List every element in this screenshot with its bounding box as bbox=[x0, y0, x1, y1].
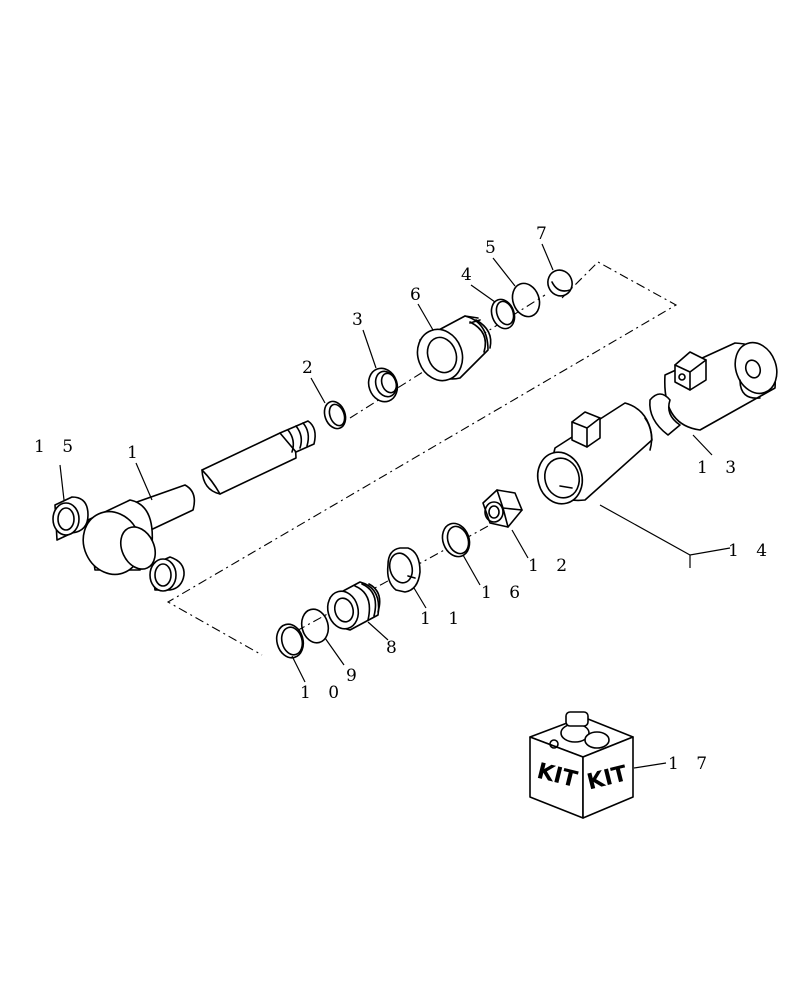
part-13-barrel-end bbox=[649, 341, 778, 436]
part-7-split-ring bbox=[547, 269, 573, 297]
part-5-o-ring bbox=[511, 282, 541, 318]
part-16-ring bbox=[441, 522, 471, 558]
callout-12: 1 2 bbox=[528, 556, 573, 576]
part-2-seal-ring bbox=[323, 400, 347, 430]
callout-16: 1 6 bbox=[481, 583, 526, 603]
callout-3: 3 bbox=[352, 310, 369, 330]
callout-10: 1 0 bbox=[300, 683, 345, 703]
callout-8: 8 bbox=[386, 638, 403, 658]
callout-11: 1 1 bbox=[420, 609, 465, 629]
assembly-boundary-line bbox=[166, 261, 678, 656]
part-17-seal-kit-box: KIT KIT bbox=[529, 711, 634, 819]
part-4-backup-ring bbox=[490, 298, 516, 330]
part-14-cylinder-barrel bbox=[536, 402, 653, 505]
part-3-wiper-seal bbox=[367, 367, 399, 403]
part-15-bushing bbox=[52, 496, 89, 541]
leader-lines bbox=[59, 243, 731, 769]
callout-13: 1 3 bbox=[697, 458, 742, 478]
callout-7: 7 bbox=[536, 224, 553, 244]
callout-14: 1 4 bbox=[728, 541, 773, 561]
part-10-ring bbox=[275, 623, 305, 659]
callout-4: 4 bbox=[461, 265, 478, 285]
part-1-piston-rod bbox=[82, 420, 316, 576]
callout-6: 6 bbox=[410, 285, 427, 305]
part-15-bushing-lower bbox=[149, 556, 185, 592]
part-8-piston bbox=[326, 581, 381, 631]
part-11-wear-ring bbox=[386, 547, 421, 593]
callout-15: 1 5 bbox=[34, 437, 79, 457]
part-9-o-ring bbox=[300, 608, 330, 644]
part-6-gland bbox=[416, 315, 492, 382]
callout-17: 1 7 bbox=[668, 754, 713, 774]
axis-centerline-lower bbox=[279, 524, 491, 641]
callouts: 1 2 3 4 5 6 7 8 9 1 0 1 1 1 2 1 3 1 4 1 … bbox=[34, 224, 773, 774]
part-12-piston-nut bbox=[482, 489, 523, 528]
callout-2: 2 bbox=[302, 358, 319, 378]
callout-9: 9 bbox=[346, 666, 363, 686]
callout-5: 5 bbox=[485, 238, 502, 258]
callout-1: 1 bbox=[127, 443, 144, 463]
